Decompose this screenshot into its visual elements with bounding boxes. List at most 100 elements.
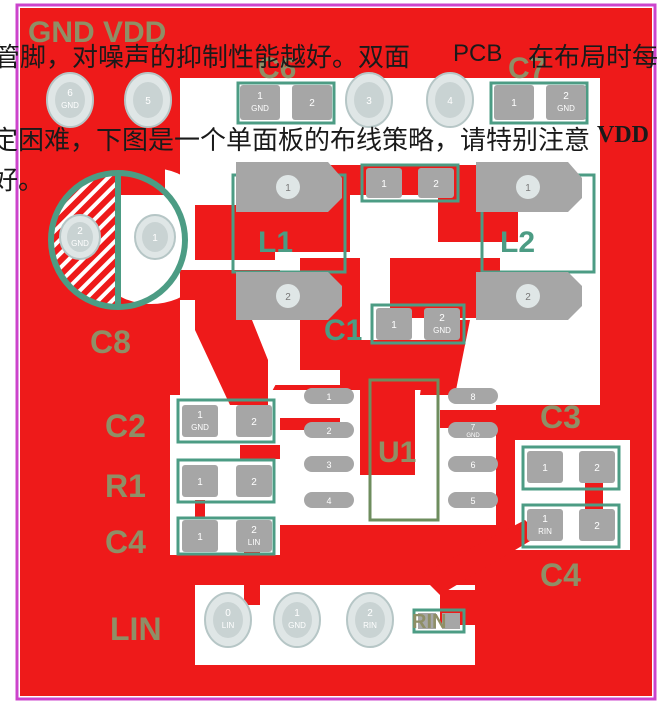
u1-6: 6 — [470, 460, 475, 470]
overlay-line-2-left: 定困难，下图是一个单面板的布线策略，请特别注意 — [0, 126, 591, 155]
label-c6: C6 — [258, 52, 296, 85]
c4r-p2: 2 — [594, 521, 600, 532]
u1-8: 8 — [470, 392, 475, 402]
u1-2: 2 — [326, 426, 331, 436]
label-c7: C7 — [508, 52, 546, 85]
c2-p1: 1 — [197, 410, 203, 421]
c7-p1: 1 — [511, 98, 517, 109]
overlay-line-1-left: 管脚，对噪声的抑制性能越好。双面 — [0, 43, 411, 72]
label-lin: LIN — [110, 611, 162, 647]
c1-pad-1 — [376, 308, 412, 340]
label-u1: U1 — [378, 436, 416, 469]
c7-pad-2 — [546, 85, 586, 120]
label-c4-left: C4 — [105, 524, 146, 560]
l1-p2: 2 — [285, 292, 291, 303]
j0-net: LIN — [222, 621, 235, 630]
l1-p1: 1 — [285, 183, 291, 194]
c3-pad-1 — [527, 451, 563, 483]
j3-num: 3 — [366, 96, 372, 107]
l1-pad-2-hole — [276, 284, 300, 308]
j2-net: RIN — [363, 621, 377, 630]
component-pads — [182, 85, 615, 629]
c4l-p1: 1 — [197, 532, 203, 543]
label-l1: L1 — [258, 226, 293, 259]
c6-pad-1 — [240, 85, 280, 120]
c8-p2: 2 — [77, 226, 83, 237]
c-mid-p1: 1 — [381, 179, 387, 190]
u1-1: 1 — [326, 392, 331, 402]
u1-pin-8 — [448, 388, 498, 404]
c4r-pad-1 — [527, 509, 563, 541]
l1-pad-1-hole — [276, 175, 300, 199]
u1-7-net: GND — [466, 433, 480, 439]
l2-p1: 1 — [525, 183, 531, 194]
c6-pad-2 — [292, 85, 332, 120]
label-c8: C8 — [90, 324, 131, 360]
rin-bottom-pad-1 — [418, 613, 436, 629]
u1-pin-5 — [448, 492, 498, 508]
label-l2: L2 — [500, 226, 535, 259]
c7-p2: 2 — [563, 91, 569, 102]
c2-pad-1 — [182, 405, 218, 437]
c2-p2: 2 — [251, 417, 257, 428]
j6-net: GND — [61, 101, 79, 110]
j5-num: 5 — [145, 96, 151, 107]
u1-pin-6 — [448, 456, 498, 472]
label-c1: C1 — [324, 314, 362, 347]
c8-p1: 1 — [152, 233, 158, 244]
u1-4: 4 — [326, 496, 331, 506]
j0-num: 0 — [225, 608, 231, 619]
u1-pin-1 — [304, 388, 354, 404]
u1-7: 7 — [471, 423, 476, 432]
c4r-pad-2 — [579, 509, 615, 541]
c3-p2: 2 — [594, 463, 600, 474]
u1-pin-3 — [304, 456, 354, 472]
r1-p2: 2 — [251, 477, 257, 488]
silkscreen-labels: GND VDD C6 C7 C8 L1 L2 C1 C2 R1 C4 C3 U1… — [28, 16, 581, 647]
c1-p1: 1 — [391, 320, 397, 331]
label-gnd-vdd: GND VDD — [28, 16, 166, 49]
c6-p2: 2 — [309, 98, 315, 109]
overlay-line-3: 好。 — [0, 166, 45, 195]
pad-labels: 6 GND 5 3 4 1 2 GND 1 GND 2 1 2 GND 1 2 … — [61, 88, 600, 630]
c8-p2-net: GND — [71, 239, 89, 248]
j1-num: 1 — [294, 608, 300, 619]
j6-num: 6 — [67, 88, 73, 99]
l2-pad-2-hole — [516, 284, 540, 308]
c4l-p2-net: LIN — [248, 538, 261, 547]
c3-p1: 1 — [542, 463, 548, 474]
c4l-pad-1 — [182, 520, 218, 552]
overlay-line-2-vdd: VDD — [597, 122, 649, 148]
c7-pad-1 — [494, 85, 534, 120]
c1-p2-net: GND — [433, 326, 451, 335]
u1-pin-4 — [304, 492, 354, 508]
label-c3: C3 — [540, 399, 581, 435]
c7-p2-net: GND — [557, 104, 575, 113]
c6-p1: 1 — [257, 91, 263, 102]
label-c2: C2 — [105, 408, 146, 444]
l2-pad-1-hole — [516, 175, 540, 199]
l2-p2: 2 — [525, 292, 531, 303]
c-mid-pad-2 — [418, 168, 454, 198]
u1-pin-7 — [448, 422, 498, 438]
u1-3: 3 — [326, 460, 331, 470]
r1-pad-2 — [236, 465, 272, 497]
c6-p1-net: GND — [251, 104, 269, 113]
c3-pad-2 — [579, 451, 615, 483]
c4l-p2: 2 — [251, 525, 257, 536]
c4l-pad-2 — [236, 520, 272, 552]
c-mid-p2: 2 — [433, 179, 439, 190]
overlay-line-1-right: 在布局时每 — [528, 43, 658, 72]
c1-pad-2 — [424, 308, 460, 340]
c4r-p1-net: RIN — [538, 527, 552, 536]
c2-pad-2 — [236, 405, 272, 437]
silkscreen-outlines — [176, 81, 621, 634]
c-mid-pad-1 — [366, 168, 402, 198]
u1-5: 5 — [470, 496, 475, 506]
through-hole-pads — [46, 72, 540, 648]
c4r-p1: 1 — [542, 514, 548, 525]
r1-p1: 1 — [197, 477, 203, 488]
c2-p1-net: GND — [191, 423, 209, 432]
r1-pad-1 — [182, 465, 218, 497]
